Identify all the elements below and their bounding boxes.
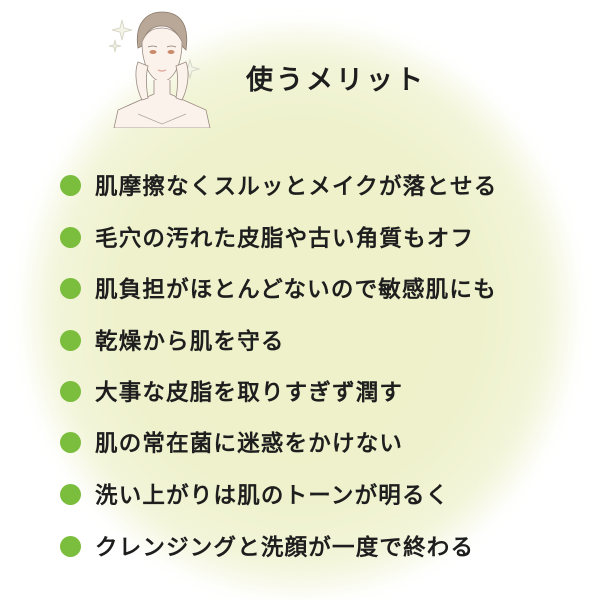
merit-label: 毛穴の汚れた皮脂や古い角質もオフ: [95, 226, 475, 252]
merit-label: 肌負担がほとんどないので敏感肌にも: [95, 277, 497, 303]
merit-label: 洗い上がりは肌のトーンが明るく: [95, 483, 450, 509]
page-title: 使うメリット: [246, 65, 426, 96]
list-item: 肌の常在菌に迷惑をかけない: [60, 427, 403, 457]
merit-label: クレンジングと洗顔が一度で終わる: [95, 535, 475, 561]
list-item: クレンジングと洗顔が一度で終わる: [60, 531, 474, 561]
bullet-icon: [60, 535, 81, 557]
bullet-icon: [60, 380, 81, 402]
bullet-icon: [60, 329, 81, 351]
bullet-icon: [60, 277, 81, 299]
list-item: 洗い上がりは肌のトーンが明るく: [60, 479, 449, 509]
list-item: 大事な皮脂を取りすぎず潤す: [60, 376, 403, 406]
bullet-icon: [60, 431, 81, 453]
bullet-icon: [60, 174, 81, 196]
bullet-icon: [60, 483, 81, 505]
background-glow: [20, 20, 580, 600]
merit-label: 大事な皮脂を取りすぎず潤す: [95, 380, 404, 406]
list-item: 肌摩擦なくスルッとメイクが落とせる: [60, 170, 497, 200]
woman-touching-face-icon: [108, 11, 211, 128]
list-item: 乾燥から肌を守る: [60, 325, 285, 355]
bullet-icon: [60, 226, 81, 248]
list-item: 毛穴の汚れた皮脂や古い角質もオフ: [60, 222, 474, 252]
merit-label: 肌摩擦なくスルッとメイクが落とせる: [95, 174, 498, 200]
list-item: 肌負担がほとんどないので敏感肌にも: [60, 273, 497, 303]
merit-label: 肌の常在菌に迷惑をかけない: [95, 431, 404, 457]
merit-label: 乾燥から肌を守る: [95, 329, 285, 355]
